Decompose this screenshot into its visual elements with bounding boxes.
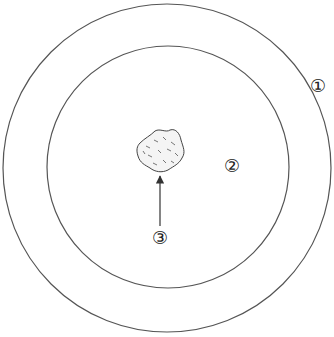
callout-number: ③	[152, 229, 168, 247]
leader-arrow	[159, 176, 160, 226]
inner-circle	[47, 46, 289, 288]
callout-number: ②	[224, 157, 240, 175]
outer-circle	[3, 4, 331, 332]
blob-texture	[143, 137, 178, 165]
callout-number: ①	[310, 77, 326, 95]
blob	[137, 130, 184, 172]
